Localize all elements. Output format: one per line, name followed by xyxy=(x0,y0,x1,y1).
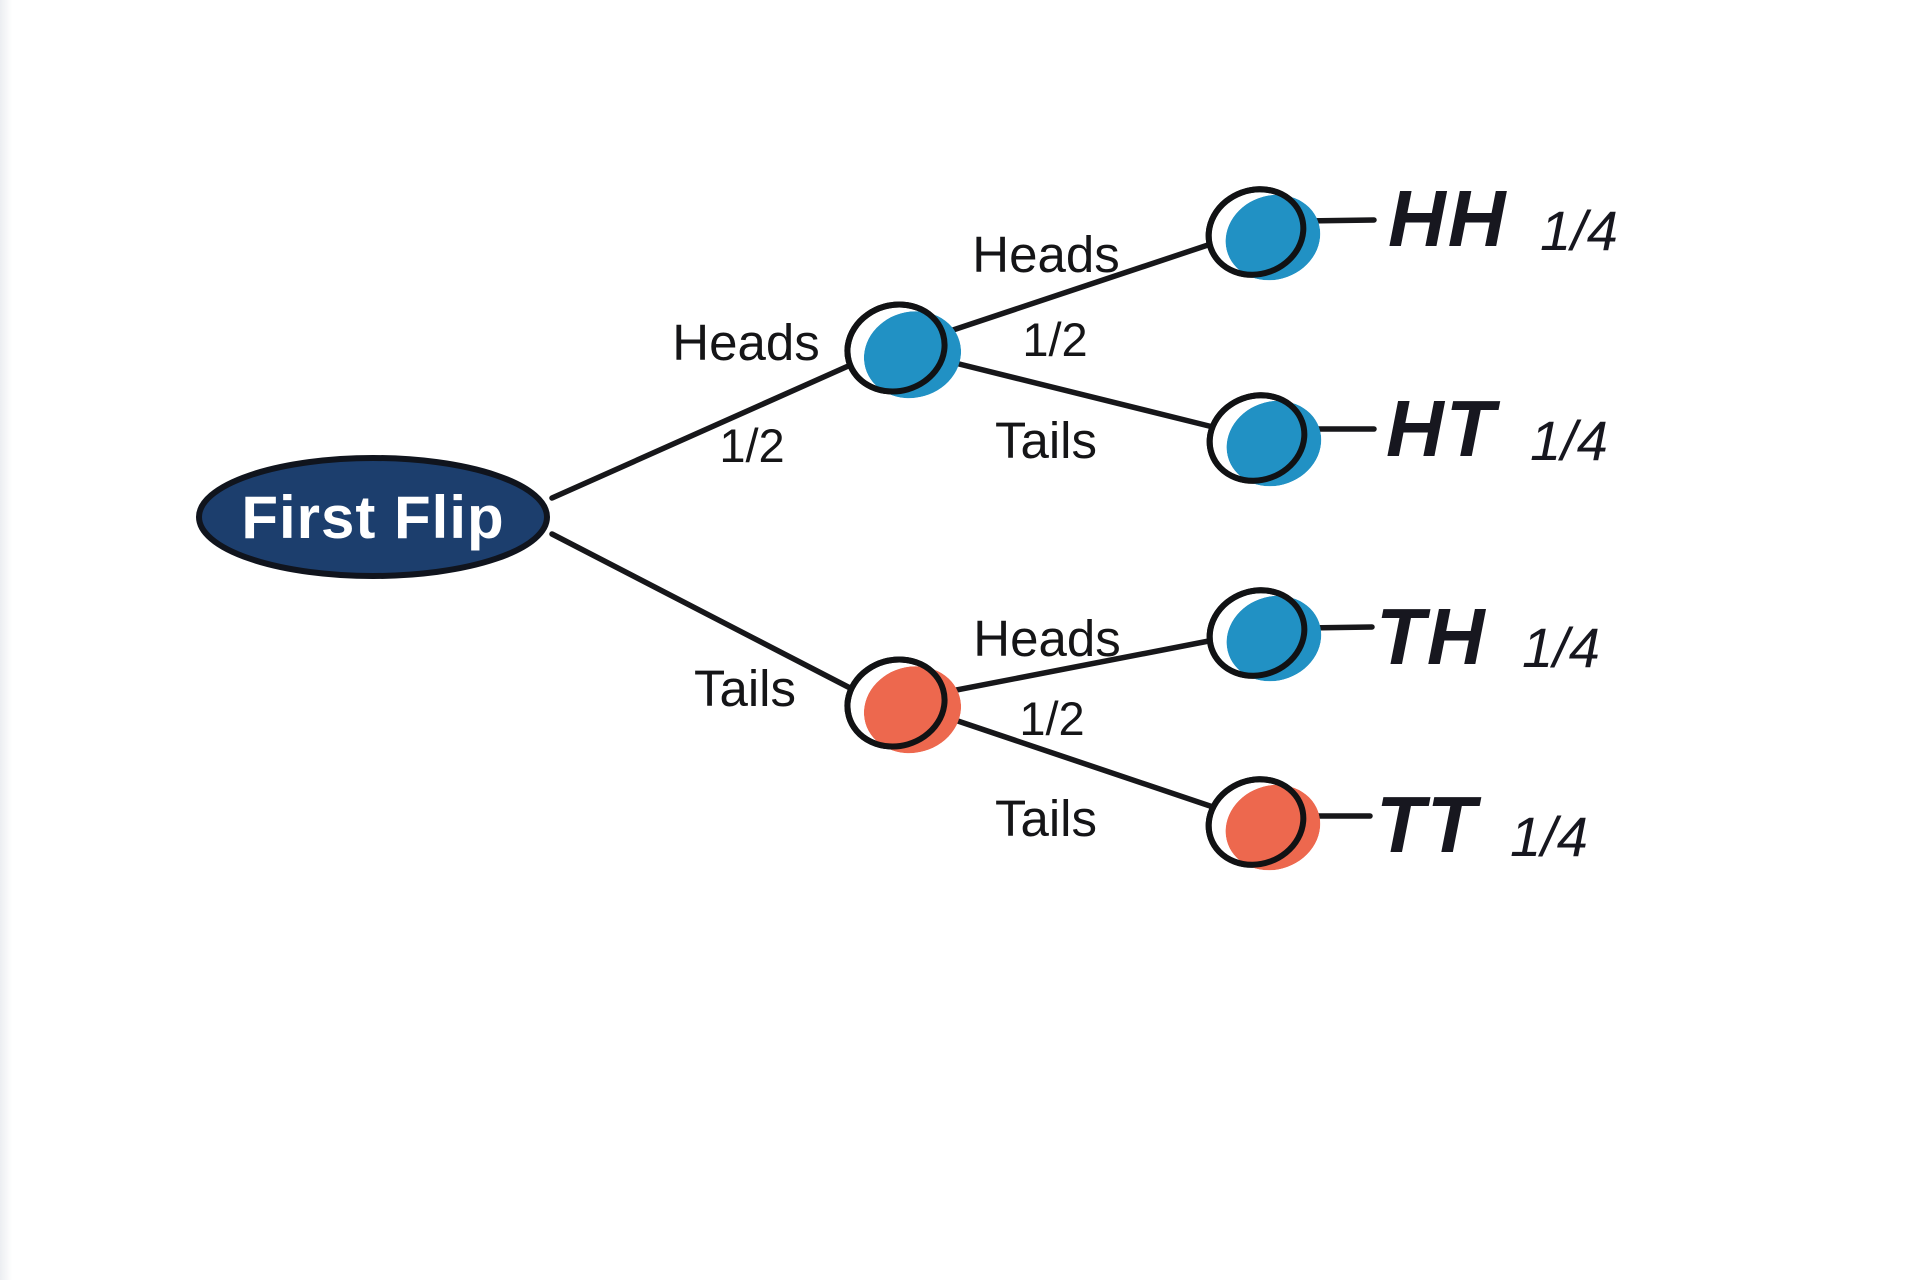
left-edge-shading xyxy=(0,0,12,1280)
coin-node-hh xyxy=(1205,186,1321,281)
branch-label-heads-hh: Heads xyxy=(972,226,1119,283)
root-node: First Flip xyxy=(196,455,550,579)
coin-node-tt xyxy=(1205,776,1321,871)
coin-fill-heads xyxy=(1226,595,1322,682)
outcome-label-hh: HH xyxy=(1388,174,1508,263)
edge-root-to-heads xyxy=(549,360,858,501)
outcome-labels: HH 1/4 HT 1/4 TH 1/4 TT 1/4 xyxy=(1376,174,1618,869)
branch-label-heads-level1: Heads xyxy=(672,314,819,371)
coin-fill-tails xyxy=(863,666,962,754)
coin-fill-heads xyxy=(863,311,962,399)
branch-label-tails-ht: Tails xyxy=(995,412,1097,469)
edge-heads-to-hh xyxy=(938,240,1217,337)
coin-outline xyxy=(844,301,948,395)
coin-node-ht xyxy=(1206,392,1322,487)
branch-label-tails-tt: Tails xyxy=(995,790,1097,847)
outcome-label-ht: HT xyxy=(1386,384,1501,473)
branch-label-heads-th: Heads xyxy=(973,610,1120,667)
coin-fill-tails xyxy=(1225,784,1321,871)
outcome-prob-th: 1/4 xyxy=(1522,616,1600,679)
branch-label-tails-level1: Tails xyxy=(694,660,796,717)
coin-outline xyxy=(844,656,948,750)
branch-prob-heads-th: 1/2 xyxy=(1019,692,1084,745)
outcome-label-tt: TT xyxy=(1376,780,1482,869)
coin-outline xyxy=(1205,186,1307,278)
coin-outline xyxy=(1206,587,1308,679)
outcome-label-th: TH xyxy=(1376,592,1487,681)
edge-heads-to-ht xyxy=(940,357,1216,430)
edge-tails-to-th xyxy=(938,637,1217,696)
coin-node-tails-level1 xyxy=(844,656,962,754)
branch-labels: Heads 1/2 Tails Heads 1/2 Tails Heads 1/… xyxy=(672,226,1120,847)
tree-edges xyxy=(549,217,1377,819)
outcome-prob-hh: 1/4 xyxy=(1540,199,1618,262)
coin-fill-heads xyxy=(1226,400,1322,487)
outcome-prob-tt: 1/4 xyxy=(1510,805,1588,868)
coin-node-th xyxy=(1206,587,1322,682)
root-label: First Flip xyxy=(241,484,504,551)
branch-prob-heads-hh: 1/2 xyxy=(1022,313,1087,366)
coin-node-heads-level1 xyxy=(844,301,962,399)
coin-fill-heads xyxy=(1225,194,1321,281)
root-ellipse xyxy=(196,455,550,579)
outcome-prob-ht: 1/4 xyxy=(1530,409,1608,472)
branch-prob-heads-level1: 1/2 xyxy=(719,419,784,472)
edge-tails-to-tt xyxy=(940,713,1216,810)
edge-root-to-tails xyxy=(549,531,855,692)
coin-outline xyxy=(1206,392,1308,484)
coin-outline xyxy=(1205,776,1307,868)
